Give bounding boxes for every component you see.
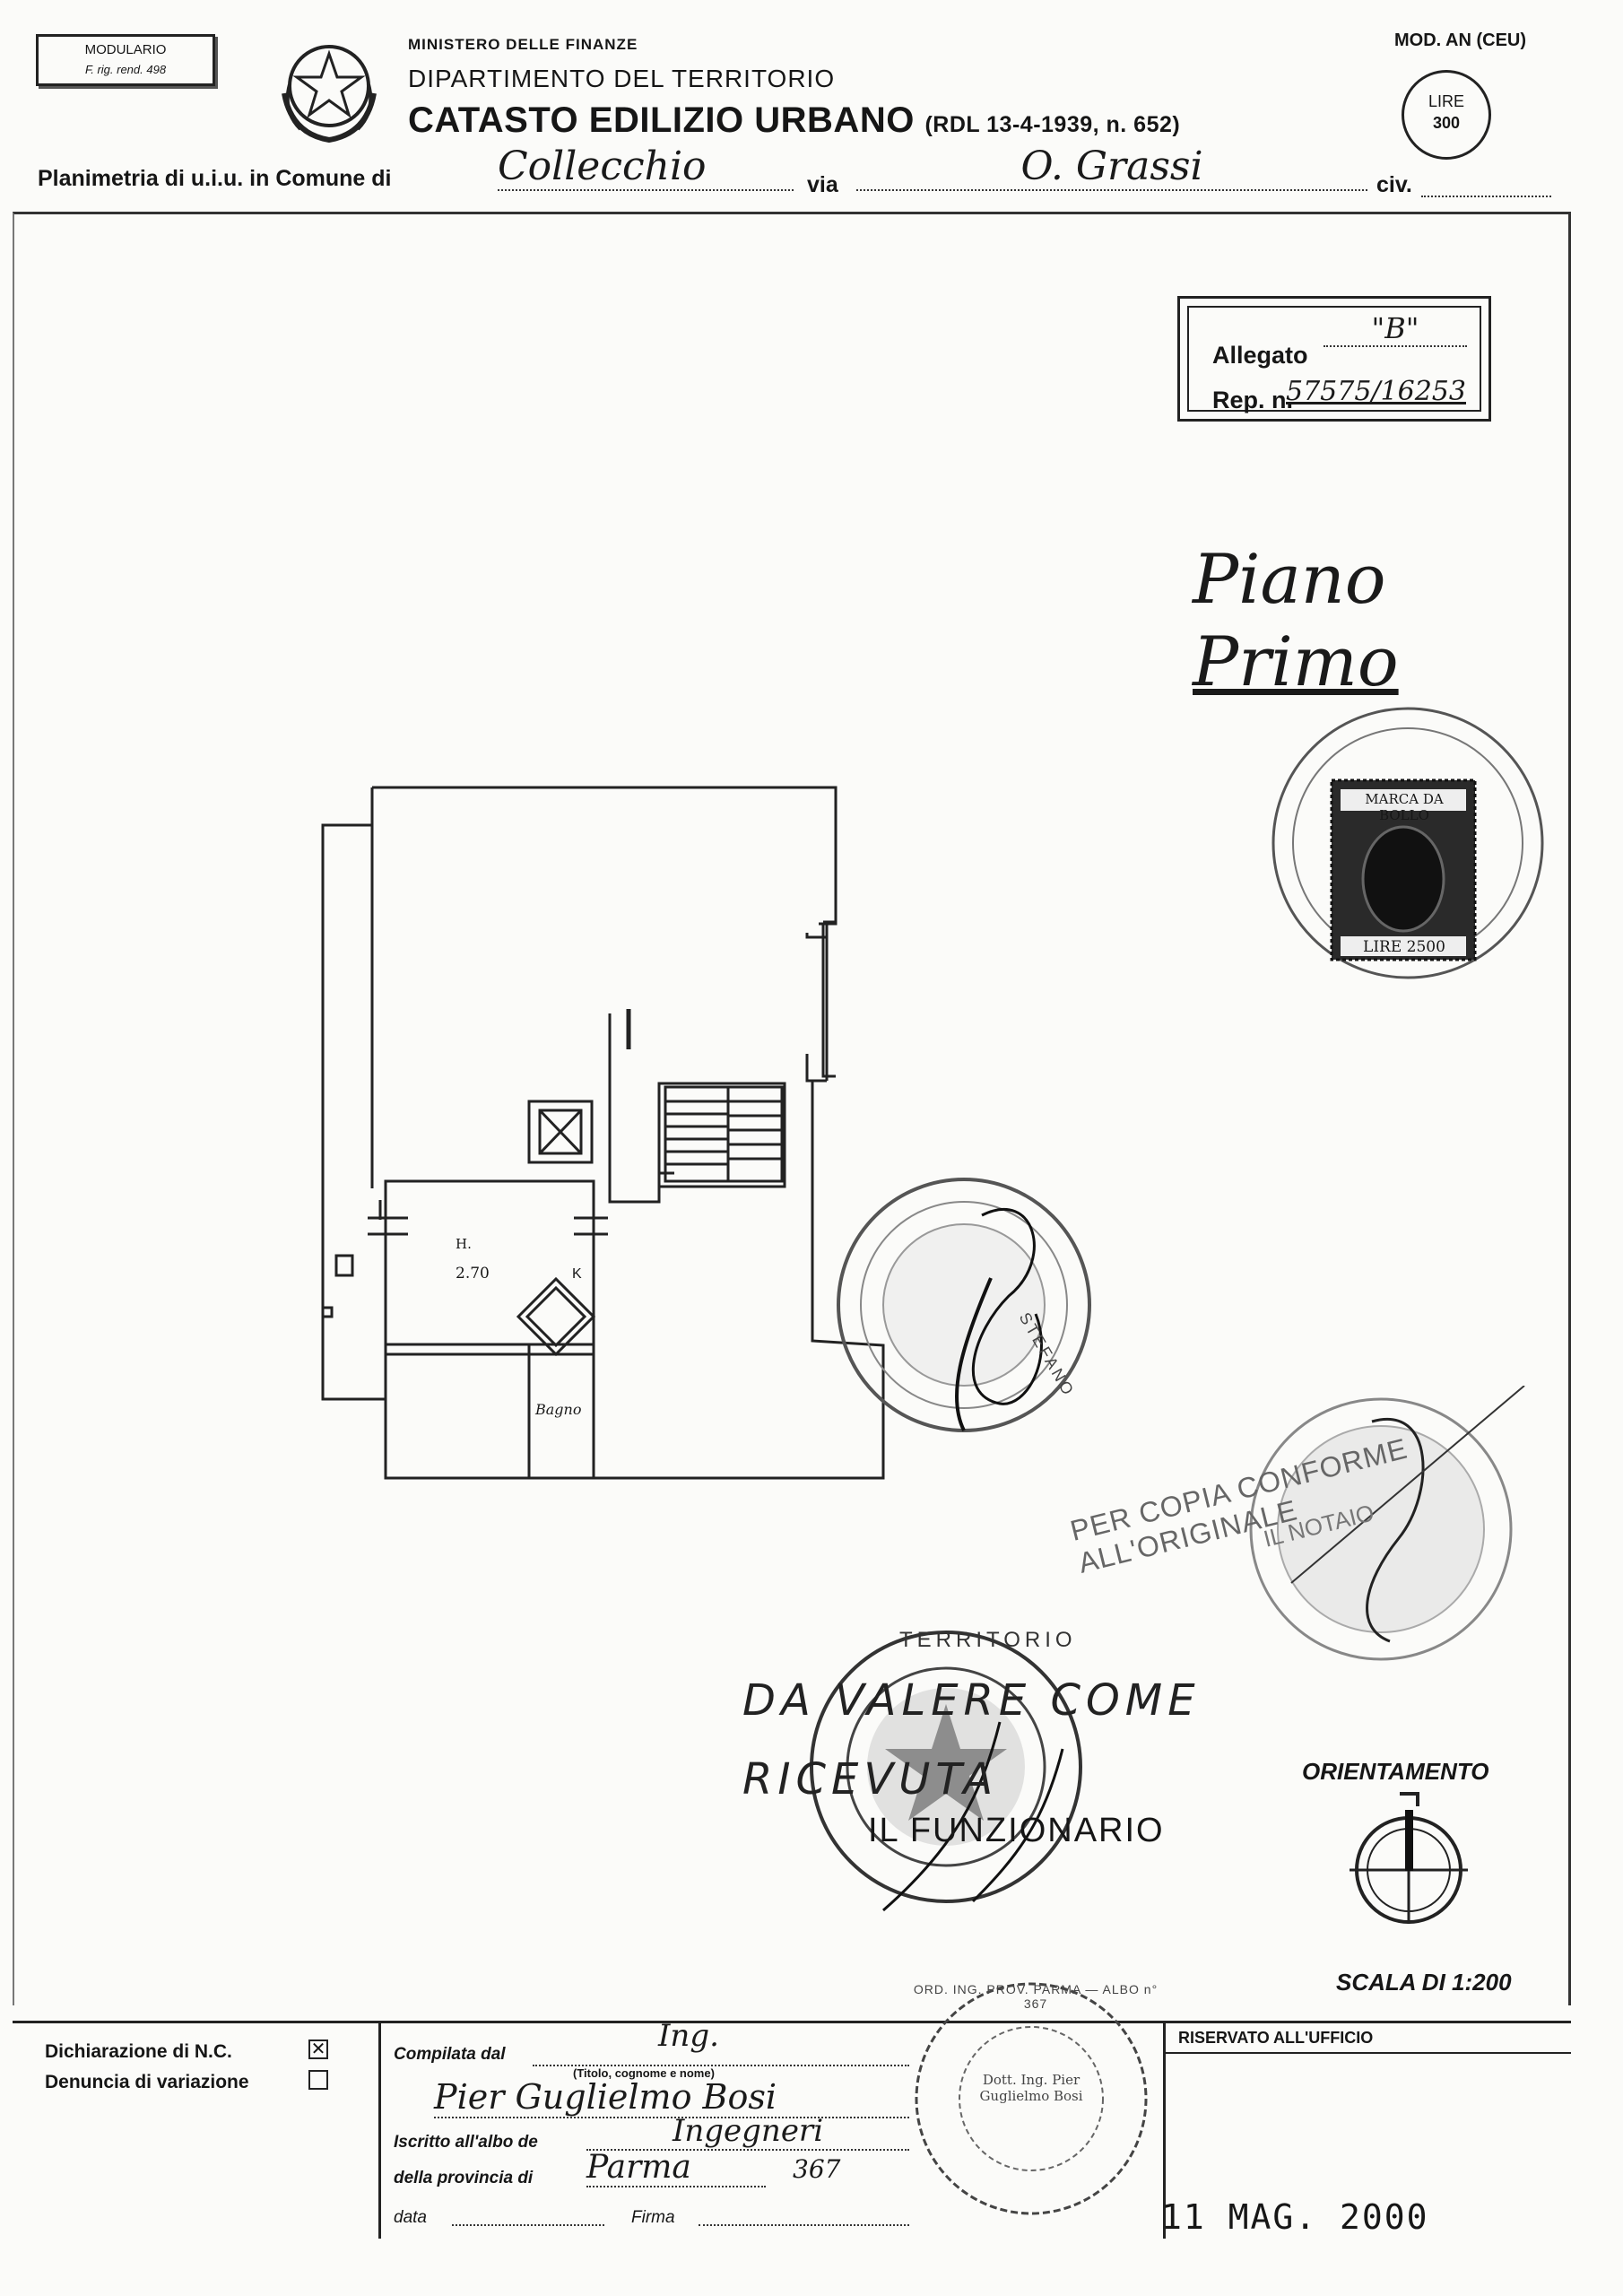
modulario-box: MODULARIO F. rig. rend. 498 — [36, 34, 215, 86]
compilata-title: Ing. — [658, 2018, 719, 2054]
dichiarazione-checkbox[interactable]: ✕ — [308, 2039, 328, 2059]
floor-line1: Piano — [1193, 539, 1386, 619]
date-stamp: 11 MAG. 2000 — [1161, 2197, 1429, 2237]
allegato-box: Allegato "B" Rep. n. 57575/16253 — [1177, 296, 1491, 422]
copia-conforme-seal — [1249, 1386, 1525, 1661]
scale-label: SCALA DI 1:200 — [1336, 1969, 1512, 1996]
model-code: MOD. AN (CEU) — [1394, 30, 1527, 50]
lire-value: 300 — [1432, 114, 1461, 132]
modulario-form-ref: F. rig. rend. 498 — [84, 63, 167, 76]
stamp-da-valere: DA VALERE COME — [742, 1675, 1201, 1726]
marca-title: MARCA DA BOLLO — [1365, 791, 1444, 823]
floor-plan — [321, 786, 885, 1480]
data-label: data — [394, 2208, 427, 2227]
via-label: via — [807, 172, 838, 197]
rep-value: 57575/16253 — [1286, 376, 1466, 407]
bottom-form: Dichiarazione di N.C. ✕ Denuncia di vari… — [13, 2018, 1571, 2239]
civ-label: civ. — [1376, 172, 1412, 197]
firma-field — [699, 2224, 909, 2226]
denuncia-label: Denuncia di variazione — [45, 2072, 249, 2092]
engineer-seal-ring: ORD. ING. PROV. PARMA — ALBO n° 367 — [913, 1982, 1159, 2011]
floor-line2: Primo — [1193, 622, 1399, 701]
provincia-field: Parma — [586, 2149, 766, 2187]
denuncia-checkbox[interactable] — [308, 2070, 328, 2090]
allegato-value: "B" — [1324, 311, 1467, 347]
north-arrow-icon — [1350, 1792, 1468, 1924]
divider-left — [378, 2023, 381, 2239]
lire-stamp: LIRE 300 — [1402, 70, 1491, 160]
allegato-inner: Allegato "B" Rep. n. 57575/16253 — [1187, 306, 1481, 413]
title-hint: (Titolo, cognome e nome) — [573, 2066, 715, 2080]
republic-emblem-icon — [282, 45, 377, 144]
compilata-label: Compilata dal — [394, 2045, 506, 2064]
firma-label: Firma — [631, 2208, 675, 2227]
engineer-seal — [915, 1982, 1148, 2215]
catasto-title: CATASTO EDILIZIO URBANO (RDL 13-4-1939, … — [408, 100, 1180, 141]
albo-field: Ingegneri — [586, 2113, 909, 2151]
modulario-label: MODULARIO — [84, 42, 167, 57]
engineer-seal-center: Dott. Ing. Pier Guglielmo Bosi — [979, 2072, 1083, 2104]
comune-field: Collecchio — [498, 144, 794, 191]
stamp-ricevuta: RICEVUTA — [742, 1754, 999, 1805]
compilata-name: Pier Guglielmo Bosi — [434, 2077, 909, 2118]
drawing-frame — [13, 212, 1571, 2005]
iscritto-label: Iscritto all'albo de — [394, 2133, 538, 2152]
orientamento-label: ORIENTAMENTO — [1302, 1758, 1489, 1785]
data-field — [452, 2224, 604, 2226]
marca-value: LIRE 2500 — [1363, 938, 1445, 956]
seal-ring-text: TERRITORIO — [899, 1628, 1077, 1652]
planimetria-label: Planimetria di u.i.u. in Comune di — [38, 166, 392, 191]
allegato-label: Allegato — [1212, 342, 1308, 369]
kitchen-label: K — [572, 1266, 582, 1282]
floor-annotation: Piano Primo — [1193, 538, 1399, 703]
bath-label: Bagno — [535, 1401, 582, 1418]
law-reference: (RDL 13-4-1939, n. 652) — [924, 112, 1181, 137]
via-field: O. Grassi — [856, 144, 1367, 191]
dichiarazione-label: Dichiarazione di N.C. — [45, 2041, 232, 2062]
riservato-label: RISERVATO ALL'UFFICIO — [1178, 2029, 1374, 2047]
riservato-underline — [1163, 2052, 1571, 2054]
ministry-title: MINISTERO DELLE FINANZE — [408, 36, 638, 53]
height-label: H. — [456, 1236, 472, 1252]
notary-seal-stefano — [837, 1178, 1091, 1432]
stamp-funzionario: IL FUNZIONARIO — [868, 1812, 1165, 1849]
revenue-stamp-seal — [1271, 707, 1544, 979]
catasto-name: CATASTO EDILIZIO URBANO — [408, 100, 915, 140]
albo-number: 367 — [793, 2154, 841, 2184]
civ-field — [1421, 196, 1551, 197]
department-title: DIPARTIMENTO DEL TERRITORIO — [408, 65, 836, 92]
lire-label: LIRE — [1428, 92, 1465, 110]
compilata-line — [533, 2065, 909, 2066]
rep-label: Rep. n. — [1212, 387, 1294, 413]
territorio-round-seal — [810, 1631, 1082, 1912]
height-value: 2.70 — [456, 1265, 490, 1283]
divider-right — [1163, 2023, 1166, 2239]
provincia-label: della provincia di — [394, 2169, 534, 2187]
